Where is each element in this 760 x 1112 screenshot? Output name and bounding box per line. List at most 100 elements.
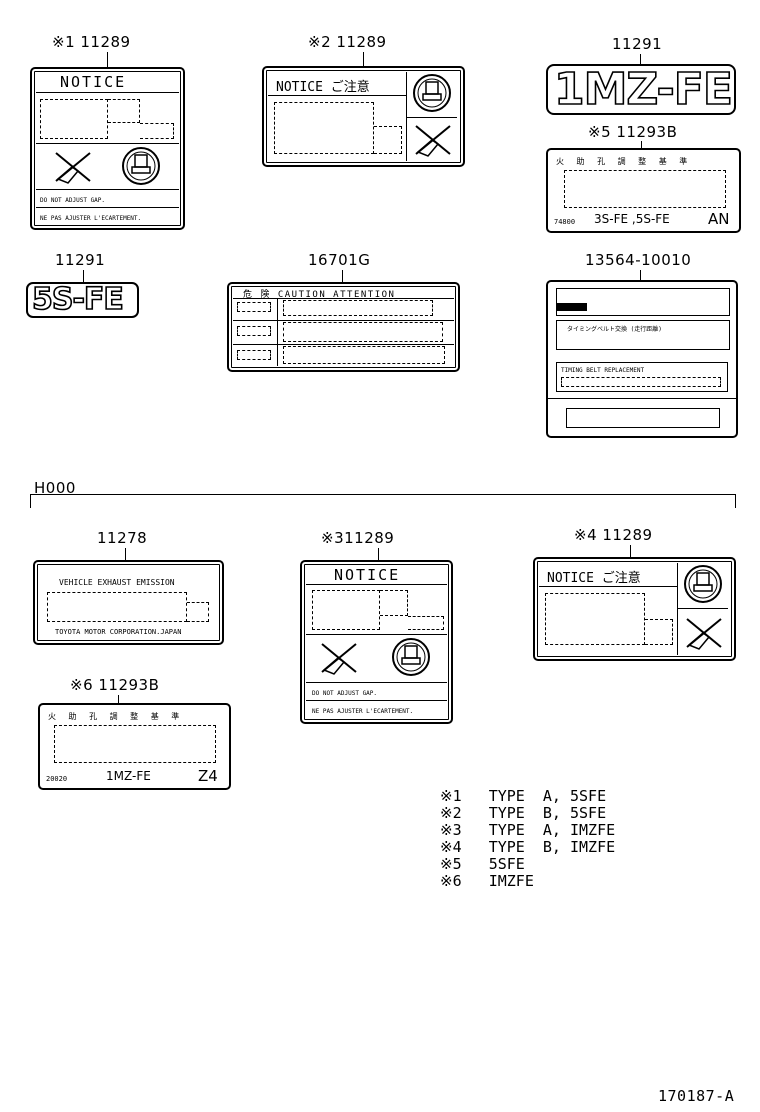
- emission-title: VEHICLE EXHAUST EMISSION: [59, 578, 175, 587]
- section-header: H000: [34, 479, 76, 497]
- warning-fr: NE PAS AJUSTER L'ECARTEMENT.: [40, 215, 142, 222]
- blank-field: [237, 302, 271, 312]
- blank-field: [380, 590, 408, 616]
- label-box: [556, 288, 730, 316]
- divider: [233, 320, 454, 321]
- blank-field: [561, 377, 721, 387]
- timing-box: タイミングベルト交換 (走行距離): [556, 320, 730, 350]
- leader-line: [342, 270, 343, 282]
- notice-label-4: NOTICE ご注意: [533, 557, 736, 661]
- leader-line: [378, 548, 379, 560]
- notice-label-1: NOTICE DO NOT ADJUST GAP. NE PAS AJUSTER…: [30, 67, 185, 230]
- caution-label: 危 険 CAUTION ATTENTION: [227, 282, 460, 372]
- divider: [677, 563, 678, 655]
- legend-mark: ※3: [440, 821, 462, 839]
- part-number-10: ※4 11289: [574, 526, 653, 544]
- no-adjust-tool-icon: [686, 618, 722, 650]
- divider: [539, 586, 677, 587]
- notice-title: NOTICE: [334, 566, 401, 584]
- divider: [306, 700, 447, 701]
- legend-item: ※1 TYPE A, 5SFE: [440, 787, 606, 805]
- legend-mark: ※1: [440, 787, 462, 805]
- divider: [277, 298, 278, 366]
- divider: [406, 72, 407, 161]
- label-code: 74800: [554, 218, 576, 226]
- jp-header: 火 助 孔 調 整 基 準: [48, 712, 185, 721]
- divider: [233, 298, 454, 299]
- blank-field: [140, 123, 174, 139]
- leader-line: [363, 52, 364, 67]
- blank-field: [564, 170, 726, 208]
- leader-line: [640, 270, 641, 280]
- blank-field: [274, 102, 374, 154]
- tuneup-label-1mz: 火 助 孔 調 整 基 準 20020 1MZ-FE Z4: [38, 703, 231, 790]
- blank-field: [408, 616, 444, 630]
- legend-item: ※5 5SFE: [440, 855, 525, 873]
- engine-badge-1mz: 1MZ-FE: [546, 63, 736, 116]
- leader-line: [107, 52, 108, 68]
- notice-label-3: NOTICE DO NOT ADJUST GAP. NE PAS AJUSTER…: [300, 560, 453, 724]
- divider: [306, 634, 447, 635]
- blank-field: [54, 725, 216, 763]
- engine-list: 3S-FE ,5S-FE: [594, 212, 670, 226]
- black-tab: [557, 303, 587, 311]
- manufacturer: TOYOTA MOTOR CORPORATION.JAPAN: [55, 628, 182, 636]
- emission-label: VEHICLE EXHAUST EMISSION TOYOTA MOTOR CO…: [33, 560, 224, 645]
- divider: [36, 143, 179, 144]
- warning-fr: NE PAS AJUSTER L'ECARTEMENT.: [312, 708, 414, 715]
- timing-belt-label: タイミングベルト交換 (走行距離) TIMING BELT REPLACEMEN…: [546, 280, 738, 438]
- blank-field: [283, 322, 443, 342]
- legend-text: TYPE A, IMZFE: [488, 821, 616, 839]
- part-number-3: 11291: [612, 35, 663, 53]
- part-number-6: 16701G: [308, 251, 371, 269]
- divider: [233, 344, 454, 345]
- part-number-1: ※1 11289: [52, 33, 131, 51]
- spark-plug-icon: [392, 638, 430, 676]
- blank-field: [545, 593, 645, 645]
- blank-field: [40, 99, 108, 139]
- notice-title-jp: NOTICE ご注意: [276, 80, 370, 95]
- engine-name: 1MZ-FE: [106, 769, 151, 783]
- leader-line: [641, 141, 642, 149]
- notice-label-2: NOTICE ご注意: [262, 66, 465, 167]
- spark-plug-icon: [684, 565, 722, 603]
- notice-title-jp: NOTICE ご注意: [547, 571, 641, 586]
- legend-mark: ※2: [440, 804, 462, 822]
- timing-jp: タイミングベルト交換 (走行距離): [567, 326, 662, 333]
- blank-field: [283, 346, 445, 364]
- legend-item: ※2 TYPE B, 5SFE: [440, 804, 606, 822]
- part-number-2: ※2 11289: [308, 33, 387, 51]
- section-bracket-left: [30, 494, 31, 508]
- blank-field: [47, 592, 187, 622]
- divider: [306, 682, 447, 683]
- leader-line: [125, 548, 126, 560]
- part-number-5: 11291: [55, 251, 106, 269]
- tuneup-label-5s: 火 助 孔 調 整 基 準 74800 3S-FE ,5S-FE AN: [546, 148, 741, 233]
- diagram-code: 170187-A: [658, 1087, 735, 1105]
- divider: [36, 207, 179, 208]
- part-number-4: ※5 11293B: [588, 123, 678, 141]
- caution-header: 危 険 CAUTION ATTENTION: [243, 290, 396, 300]
- legend-item: ※6 IMZFE: [440, 872, 534, 890]
- label-version: AN: [708, 210, 730, 228]
- part-number-8: 11278: [97, 529, 148, 547]
- legend-text: 5SFE: [488, 855, 525, 873]
- divider: [36, 92, 179, 93]
- blank-field: [374, 126, 402, 154]
- legend-mark: ※4: [440, 838, 462, 856]
- divider: [548, 398, 736, 399]
- blank-field: [108, 99, 140, 123]
- blank-box: [566, 408, 720, 428]
- badge-text: 1MZ-FE: [553, 63, 734, 116]
- divider: [36, 189, 179, 190]
- part-number-7: 13564-10010: [585, 251, 692, 269]
- section-bracket: [30, 494, 736, 495]
- legend-text: TYPE A, 5SFE: [488, 787, 607, 805]
- legend-mark: ※6: [440, 872, 462, 890]
- label-version: Z4: [198, 767, 218, 785]
- legend-mark: ※5: [440, 855, 462, 873]
- spark-plug-icon: [122, 147, 160, 185]
- jp-header: 火 助 孔 調 整 基 準: [556, 157, 693, 166]
- engine-badge-5s: 5S-FE: [26, 281, 139, 318]
- notice-title: NOTICE: [60, 73, 127, 91]
